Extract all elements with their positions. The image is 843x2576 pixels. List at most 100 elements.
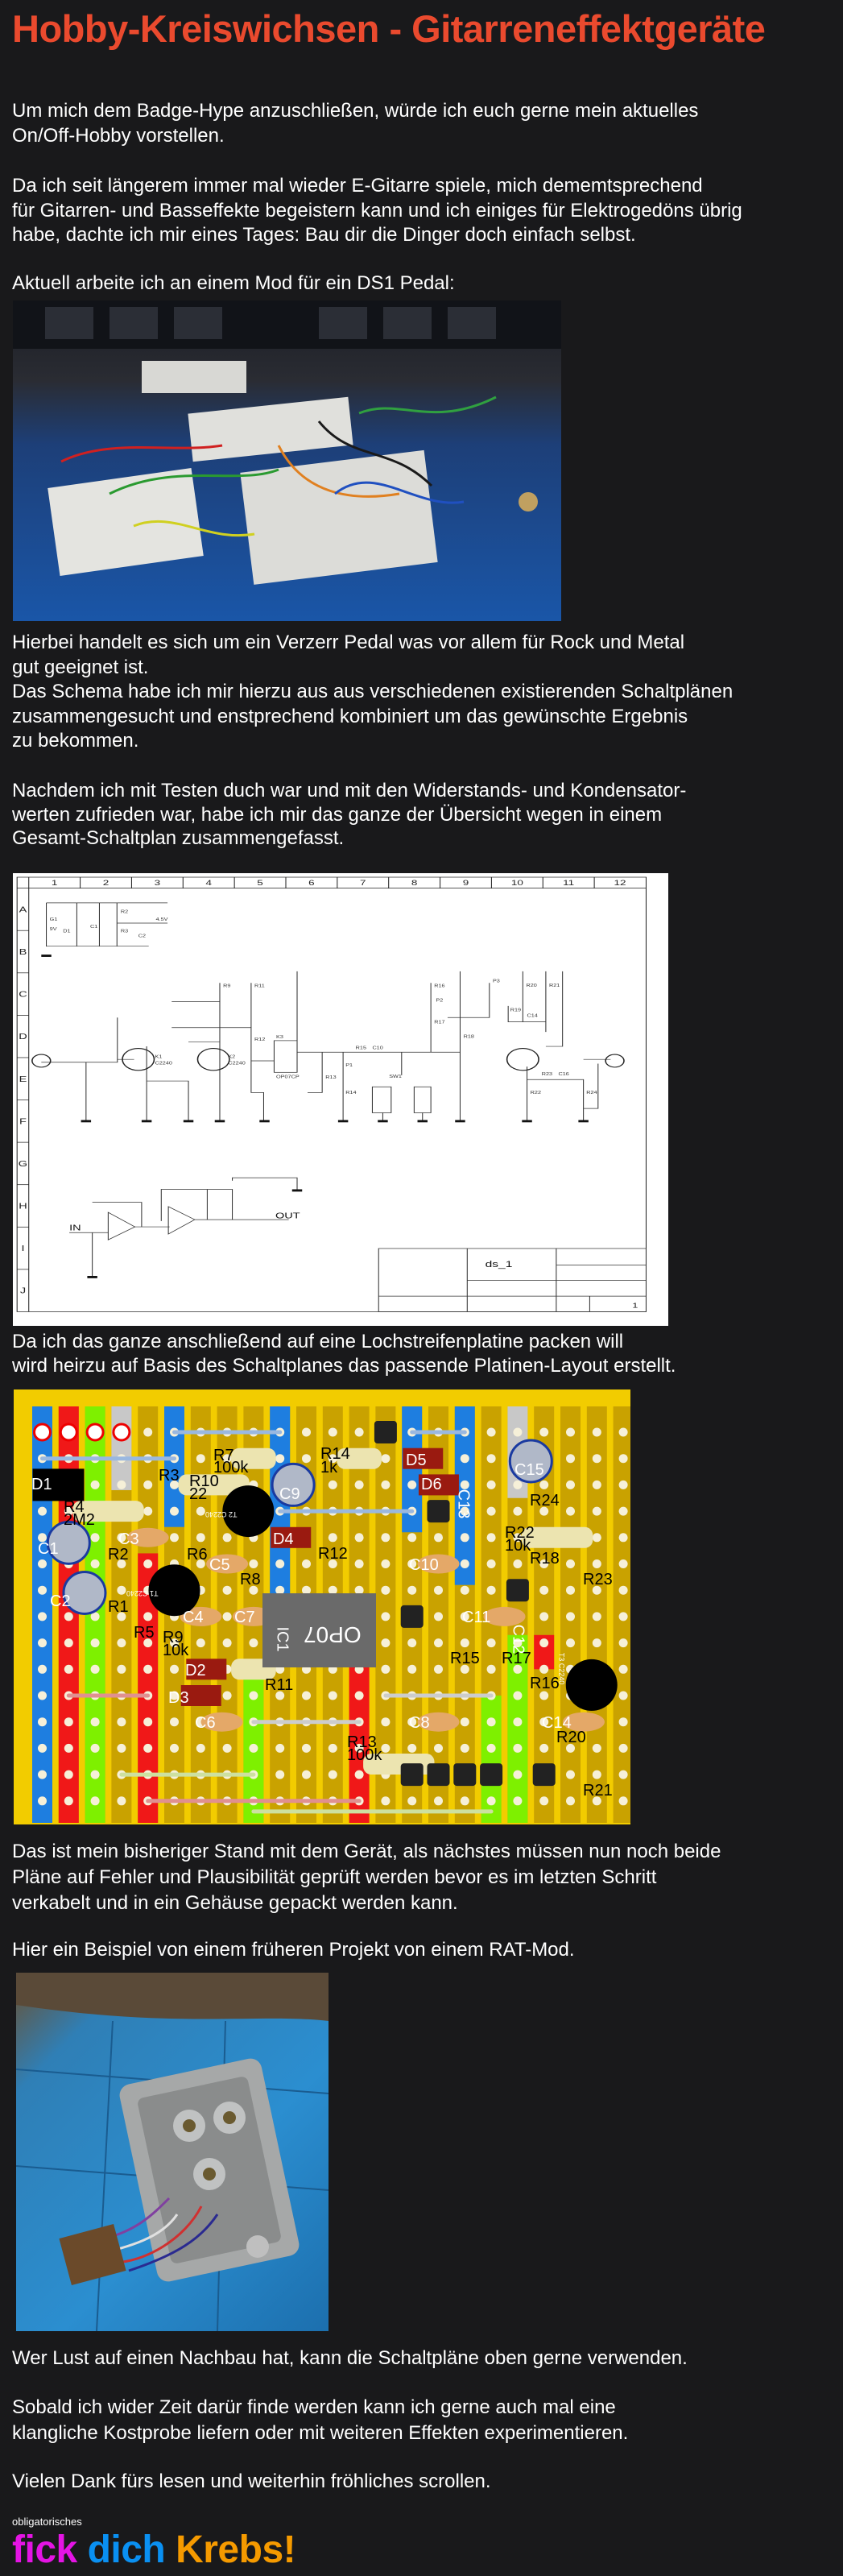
pedal-paragraph: Hierbei handelt es sich um ein Verzerr P… bbox=[12, 631, 733, 754]
hole bbox=[486, 1743, 496, 1753]
hole bbox=[381, 1796, 391, 1806]
board-label: C12 bbox=[509, 1624, 527, 1655]
schematic-part-label: R13 bbox=[325, 1075, 337, 1080]
hole bbox=[566, 1638, 575, 1648]
hole bbox=[328, 1533, 337, 1543]
hole bbox=[618, 1480, 628, 1489]
hole bbox=[618, 1427, 628, 1437]
schematic-part-label: C16 bbox=[558, 1072, 569, 1077]
hole bbox=[117, 1743, 126, 1753]
board-label: R6 bbox=[187, 1546, 208, 1563]
hole bbox=[592, 1743, 601, 1753]
board-label: R15 bbox=[450, 1650, 480, 1667]
text-line: Pläne auf Fehler und Plausibilität geprü… bbox=[12, 1866, 657, 1888]
schematic-part-label: R23 bbox=[542, 1072, 553, 1077]
resistor bbox=[521, 1526, 593, 1548]
hole bbox=[328, 1427, 337, 1437]
hole bbox=[249, 1585, 258, 1595]
connector-pad bbox=[33, 1423, 52, 1442]
schematic-part-label: R11 bbox=[254, 984, 265, 989]
hole bbox=[539, 1427, 549, 1437]
board-label: C9 bbox=[279, 1485, 300, 1503]
schematic-part-label: SW1 bbox=[389, 1075, 402, 1079]
hole bbox=[222, 1454, 232, 1464]
hole bbox=[64, 1638, 73, 1648]
schematic-in-label: IN bbox=[69, 1224, 81, 1232]
hole bbox=[566, 1743, 575, 1753]
text-line: Gesamt-Schaltplan zusammengefasst. bbox=[12, 827, 345, 849]
hole bbox=[381, 1454, 391, 1464]
solder-pad bbox=[427, 1500, 450, 1523]
hole bbox=[170, 1506, 179, 1516]
hole bbox=[566, 1506, 575, 1516]
hole bbox=[222, 1638, 232, 1648]
hole bbox=[38, 1691, 47, 1700]
hole bbox=[38, 1559, 47, 1568]
board-label: C15 bbox=[514, 1461, 544, 1479]
hole bbox=[486, 1796, 496, 1806]
board-label: R9 bbox=[163, 1629, 184, 1646]
hole bbox=[38, 1770, 47, 1779]
hole bbox=[486, 1585, 496, 1595]
rebuild-paragraph: Wer Lust auf einen Nachbau hat, kann die… bbox=[12, 2346, 688, 2371]
text-line: Um mich dem Badge-Hype anzuschließen, wü… bbox=[12, 100, 699, 122]
hole bbox=[539, 1585, 549, 1595]
status-paragraph: Das ist mein bisheriger Stand mit dem Ge… bbox=[12, 1839, 721, 1916]
hole bbox=[143, 1743, 153, 1753]
hole bbox=[539, 1717, 549, 1727]
hole bbox=[460, 1638, 469, 1648]
hole bbox=[407, 1717, 417, 1727]
schematic-column-label: 6 bbox=[308, 880, 315, 888]
schematic-part-label: 9V bbox=[50, 927, 58, 932]
schematic-part-label: R9 bbox=[223, 984, 231, 989]
example-paragraph: Hier ein Beispiel von einem früheren Pro… bbox=[12, 1937, 575, 1962]
hole bbox=[592, 1533, 601, 1543]
hole bbox=[117, 1533, 126, 1543]
hole bbox=[486, 1480, 496, 1489]
hole bbox=[117, 1796, 126, 1806]
schematic-part-label: R24 bbox=[586, 1091, 597, 1095]
hole bbox=[434, 1638, 443, 1648]
hole bbox=[143, 1664, 153, 1674]
text-line: Da ich seit längerem immer mal wieder E-… bbox=[12, 175, 703, 197]
schematic-column-label: 2 bbox=[103, 880, 110, 888]
hole bbox=[64, 1743, 73, 1753]
hole bbox=[566, 1770, 575, 1779]
hole bbox=[222, 1691, 232, 1700]
schematic-part-label: G1 bbox=[50, 917, 58, 922]
hole bbox=[249, 1743, 258, 1753]
board-label: D1 bbox=[31, 1476, 52, 1493]
board-label: R13 bbox=[347, 1733, 377, 1751]
hole bbox=[90, 1664, 100, 1674]
hole bbox=[143, 1480, 153, 1489]
schematic-row-label: H bbox=[19, 1202, 27, 1211]
board-label: R4 bbox=[64, 1498, 85, 1516]
schematic-part-label: OP07CP bbox=[276, 1075, 300, 1079]
board-label: 10k bbox=[163, 1642, 189, 1659]
board-label: D4 bbox=[273, 1530, 294, 1548]
hole bbox=[381, 1559, 391, 1568]
schematic-part-label: R16 bbox=[434, 984, 445, 989]
hole bbox=[407, 1664, 417, 1674]
hole bbox=[302, 1427, 311, 1437]
board-label: 100k bbox=[213, 1459, 249, 1476]
hole bbox=[460, 1796, 469, 1806]
hole bbox=[381, 1664, 391, 1674]
hole bbox=[434, 1612, 443, 1621]
ceramic-capacitor bbox=[417, 1554, 460, 1574]
testing-paragraph: Nachdem ich mit Testen duch war und mit … bbox=[12, 779, 686, 851]
hole bbox=[38, 1796, 47, 1806]
stripboard-paragraph: Da ich das ganze anschließend auf eine L… bbox=[12, 1330, 676, 1378]
schematic-sheet-number: 1 bbox=[632, 1302, 638, 1310]
hole bbox=[618, 1796, 628, 1806]
hole bbox=[170, 1691, 179, 1700]
ceramic-capacitor bbox=[180, 1606, 222, 1626]
footer-slogan: fick dich Krebs! bbox=[12, 2528, 296, 2572]
hole bbox=[592, 1638, 601, 1648]
schematic-part-label: 4.5V bbox=[156, 917, 169, 922]
later-paragraph: Sobald ich wider Zeit darür finde werden… bbox=[12, 2395, 628, 2446]
schematic-part-label: R3 bbox=[121, 929, 129, 934]
board-label: D6 bbox=[421, 1476, 442, 1493]
hole bbox=[90, 1770, 100, 1779]
hole bbox=[592, 1427, 601, 1437]
